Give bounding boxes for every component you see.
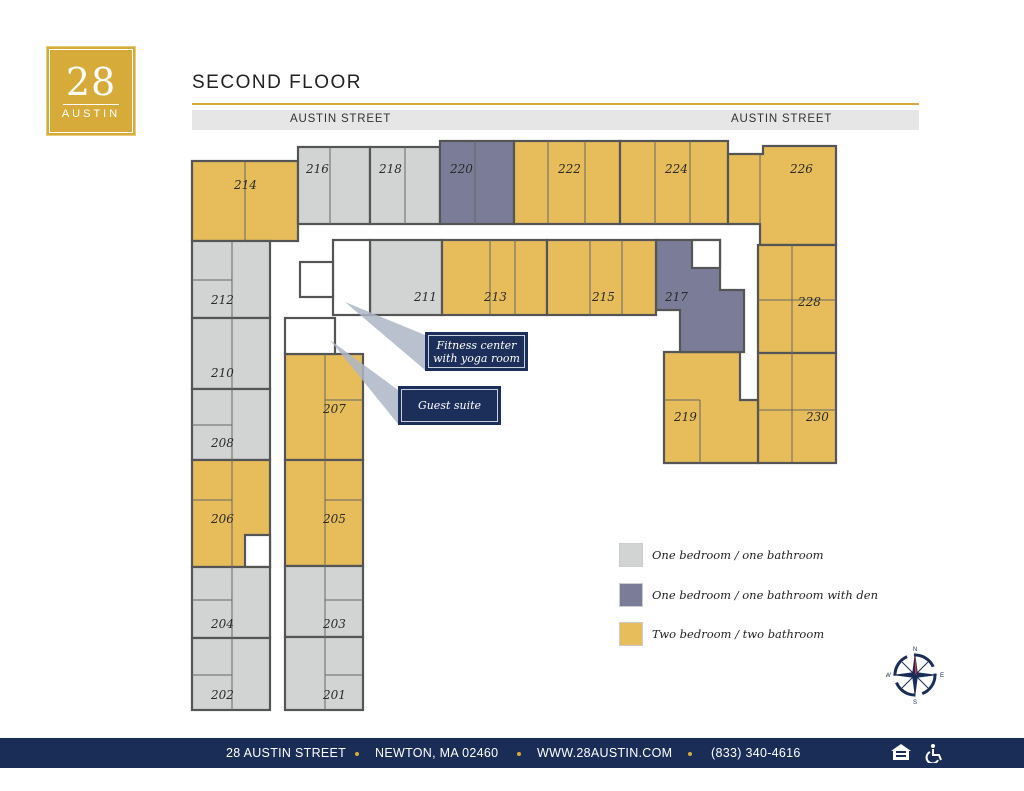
unit-label: 219 (674, 410, 697, 424)
page-title: SECOND FLOOR (192, 72, 363, 93)
fitness-center[interactable] (331, 238, 372, 317)
fitness-callout-line2: with yoga room (433, 351, 520, 365)
unit-230[interactable] (756, 351, 838, 465)
unit-label: 207 (323, 402, 346, 416)
logo-number: 28 (65, 59, 117, 104)
svg-text:E: E (940, 673, 944, 679)
unit-label: 220 (450, 162, 473, 176)
footer-separator (517, 752, 521, 756)
svg-text:W: W (886, 673, 891, 679)
compass-rose-icon: N S E W (886, 647, 944, 704)
unit-222[interactable] (512, 139, 622, 226)
unit-226[interactable] (726, 144, 838, 247)
footer-address: 28 AUSTIN STREET (226, 746, 347, 760)
logo-word: AUSTIN (61, 107, 121, 120)
unit-label: 218 (379, 162, 402, 176)
street-label-right: AUSTIN STREET (731, 113, 833, 125)
unit-label: 211 (414, 290, 437, 304)
guest-suite[interactable] (283, 316, 337, 356)
footer-website-link[interactable]: WWW.28AUSTIN.COM (537, 746, 673, 760)
unit-label: 230 (806, 410, 829, 424)
guest-callout-pointer (330, 340, 398, 424)
unit-228[interactable] (756, 243, 838, 355)
unit-label: 208 (211, 436, 234, 450)
footer-bar: 28 AUSTIN STREET NEWTON, MA 02460 WWW.28… (0, 738, 1024, 768)
legend-item-one-bed: One bedroom / one bathroom (619, 543, 824, 567)
unit-label: 212 (211, 293, 234, 307)
legend-swatch (619, 622, 643, 646)
unit-210[interactable] (190, 316, 272, 391)
unit-label: 226 (790, 162, 813, 176)
unit-label: 203 (323, 617, 346, 631)
legend-swatch (619, 543, 643, 567)
legend-item-two-bed: Two bedroom / two bathroom (619, 622, 824, 646)
unit-label: 210 (211, 366, 234, 380)
brand-logo: 28 AUSTIN (46, 46, 136, 136)
fitness-callout-line1: Fitness center (436, 338, 517, 352)
unit-label: 215 (592, 290, 615, 304)
accessibility-icon (925, 744, 942, 763)
unit-label: 206 (211, 512, 234, 526)
unit-204[interactable] (190, 565, 272, 640)
stair-west (243, 533, 272, 569)
unit-label: 228 (798, 295, 821, 309)
svg-text:S: S (913, 700, 917, 704)
unit-label: 216 (306, 162, 329, 176)
street-label-left: AUSTIN STREET (290, 113, 392, 125)
stair-east (690, 238, 722, 270)
footer-city: NEWTON, MA 02460 (375, 746, 499, 760)
footer-separator (355, 752, 359, 756)
elevator-core (298, 260, 335, 299)
guest-suite-callout: Guest suite (398, 386, 501, 425)
unit-label: 217 (665, 290, 688, 304)
unit-label: 214 (234, 178, 257, 192)
legend-label: Two bedroom / two bathroom (652, 627, 825, 641)
unit-202[interactable] (190, 636, 272, 712)
unit-label: 224 (665, 162, 688, 176)
unit-label: 205 (323, 512, 346, 526)
unit-label: 222 (558, 162, 581, 176)
legend-label: One bedroom / one bathroom (652, 548, 824, 562)
equal-housing-icon (891, 744, 911, 760)
fitness-center-callout: Fitness center with yoga room (425, 332, 528, 371)
unit-215[interactable] (545, 238, 658, 317)
unit-label: 204 (211, 617, 234, 631)
unit-220[interactable] (438, 139, 516, 226)
unit-224[interactable] (618, 139, 730, 226)
title-divider (192, 103, 919, 105)
unit-label: 213 (484, 290, 507, 304)
unit-216[interactable] (296, 145, 372, 226)
unit-201[interactable] (283, 635, 365, 712)
logo-divider (63, 103, 119, 105)
legend-swatch (619, 583, 643, 607)
fitness-callout-pointer (345, 302, 425, 370)
street-band (192, 110, 919, 130)
unit-label: 202 (211, 688, 234, 702)
svg-text:N: N (913, 647, 917, 653)
footer-separator (688, 752, 692, 756)
legend-item-one-bed-den: One bedroom / one bathroom with den (619, 583, 878, 607)
legend-label: One bedroom / one bathroom with den (652, 588, 878, 602)
unit-219[interactable] (662, 350, 760, 465)
unit-label: 201 (323, 688, 346, 702)
footer-phone-link[interactable]: (833) 340-4616 (711, 746, 801, 760)
unit-203[interactable] (283, 564, 365, 639)
